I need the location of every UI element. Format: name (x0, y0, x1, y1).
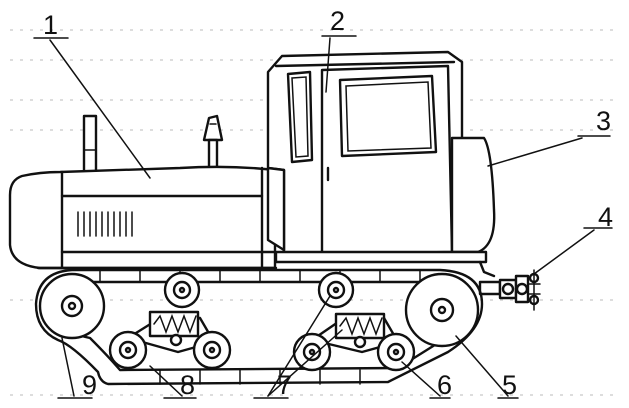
support-rollers (163, 271, 355, 309)
frame (36, 250, 496, 278)
rear-hitch (478, 269, 541, 311)
label-1: 1 (43, 10, 59, 40)
suspension-carriage-front (108, 310, 232, 370)
label-6: 6 (437, 370, 453, 400)
exhaust-pipe (82, 114, 98, 176)
label-5: 5 (502, 370, 518, 400)
side-cover (266, 136, 496, 254)
label-9: 9 (82, 370, 98, 400)
idler-wheel (38, 272, 106, 340)
label-7: 7 (277, 370, 293, 400)
cabin (266, 50, 464, 258)
drive-sprocket (404, 272, 480, 348)
label-8: 8 (180, 370, 196, 400)
air-intake (202, 114, 224, 170)
label-2: 2 (330, 6, 346, 36)
radiator-grille (77, 211, 133, 237)
engine-hood (8, 165, 277, 270)
leader-lines (33, 35, 613, 399)
label-4: 4 (598, 202, 614, 232)
label-3: 3 (596, 106, 612, 136)
background-dashes (10, 29, 620, 396)
suspension-carriage-rear (292, 312, 416, 372)
